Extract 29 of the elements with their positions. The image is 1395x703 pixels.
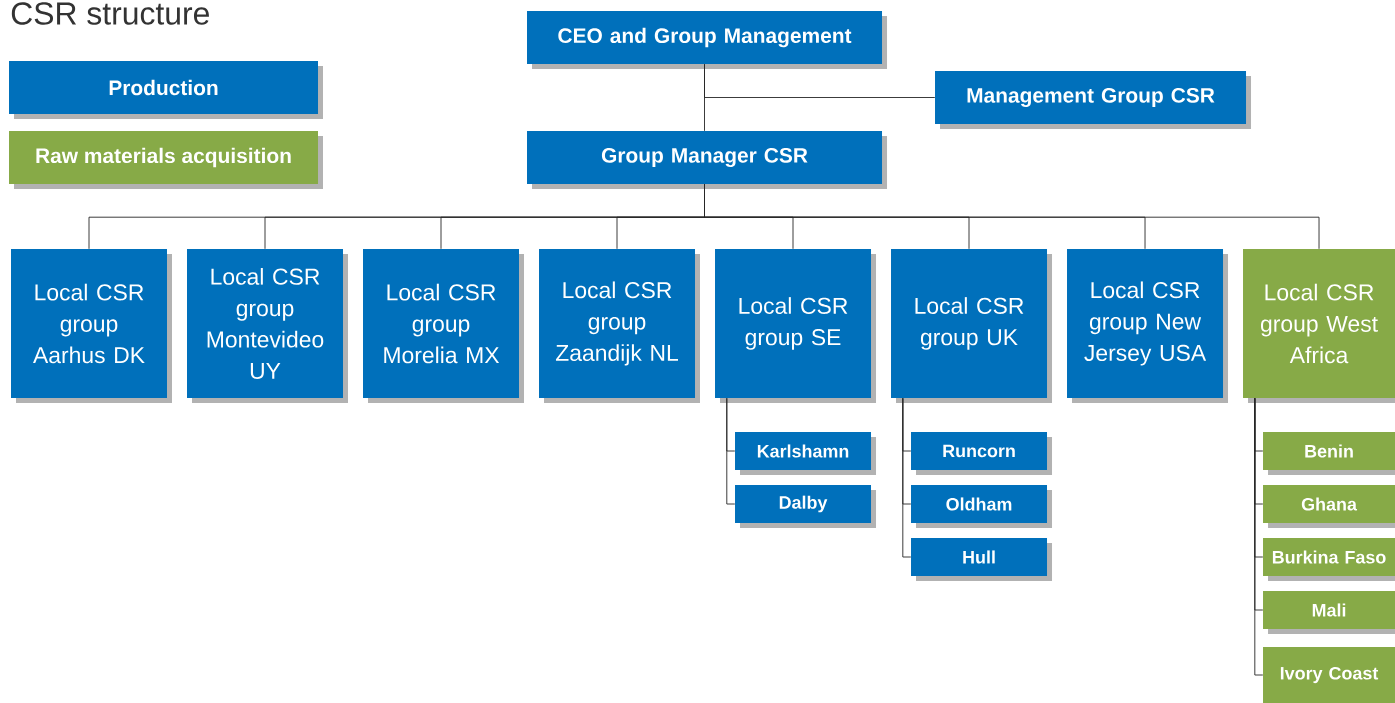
connector <box>1254 397 1264 676</box>
group-box: Local CSR group New Jersey USA <box>1067 249 1228 403</box>
site-box: Karlshamn <box>735 432 876 475</box>
legend-label: Production <box>109 79 218 96</box>
org-box: CEO and Group Management <box>527 11 887 69</box>
title: CSR structure <box>11 2 209 25</box>
org-box: Management Group CSR <box>935 71 1251 129</box>
site-box: Oldham <box>911 485 1052 528</box>
group-box: Local CSR group Montevideo UY <box>187 249 348 403</box>
group-box: Local CSR group Aarhus DK <box>11 249 172 403</box>
site-box: Hull <box>911 538 1052 581</box>
legend-label: Raw materials acquisition <box>36 147 291 168</box>
site-box: Ghana <box>1263 485 1395 528</box>
site-box: Runcorn <box>911 432 1052 475</box>
connector <box>704 63 705 132</box>
connector <box>726 397 736 505</box>
site-box: Mali <box>1263 591 1395 634</box>
group-box: Local CSR group Zaandijk NL <box>539 249 700 403</box>
group-box: Local CSR group West Africa <box>1243 249 1395 403</box>
connector <box>704 183 1320 250</box>
connector <box>902 397 912 558</box>
org-box: Group Manager CSR <box>527 131 887 189</box>
site-box: Dalby <box>735 485 876 528</box>
group-box: Local CSR group UK <box>891 249 1052 403</box>
site-box: Ivory Coast <box>1263 647 1395 703</box>
group-box: Local CSR group Morelia MX <box>363 249 524 403</box>
site-box: Burkina Faso <box>1263 538 1395 581</box>
site-box: Benin <box>1263 432 1395 475</box>
group-box: Local CSR group SE <box>715 249 876 403</box>
